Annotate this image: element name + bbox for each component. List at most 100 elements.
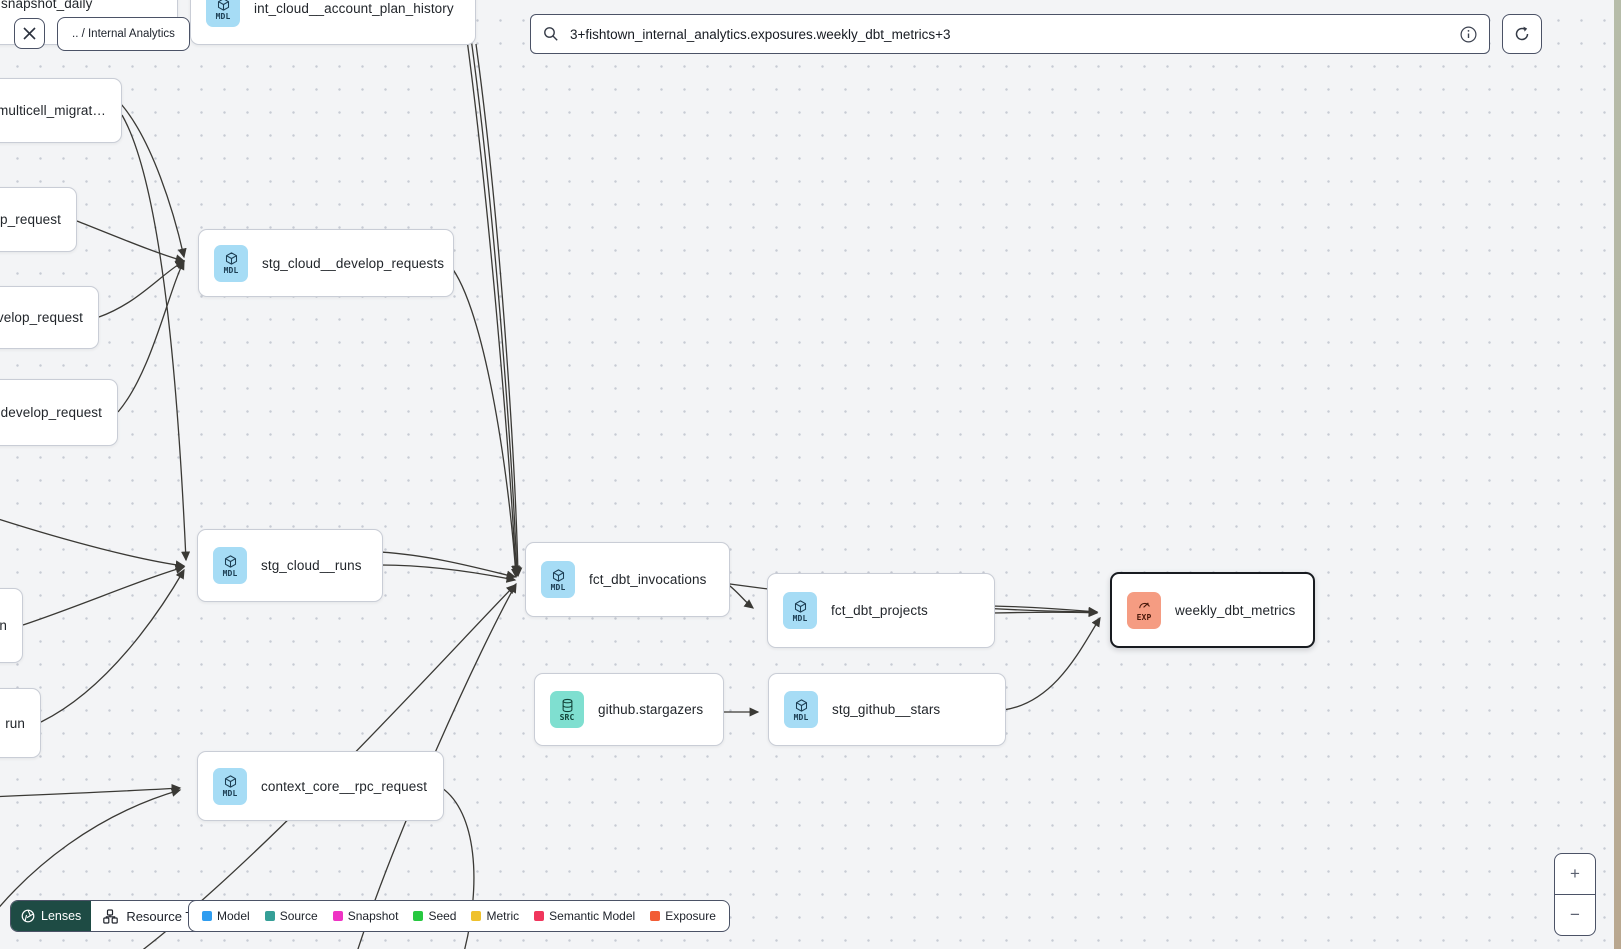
zoom-in-button[interactable]: + bbox=[1555, 854, 1595, 894]
legend-swatch bbox=[534, 911, 545, 921]
mdl-badge: MDL bbox=[541, 561, 575, 598]
search-icon bbox=[544, 27, 558, 41]
edge bbox=[120, 103, 187, 259]
legend-swatch bbox=[650, 911, 661, 921]
node-label: n bbox=[0, 618, 7, 633]
database-icon bbox=[562, 698, 572, 712]
legend-item-semantic-model: Semantic Model bbox=[534, 909, 635, 923]
info-icon[interactable] bbox=[1460, 25, 1477, 43]
edge bbox=[117, 259, 185, 413]
badge-code: MDL bbox=[222, 789, 238, 798]
legend-swatch bbox=[471, 911, 482, 921]
legend-label: Source bbox=[279, 909, 318, 923]
lenses-button[interactable]: Lenses bbox=[11, 901, 92, 931]
cube-icon bbox=[552, 568, 564, 582]
lineage-node-p-request[interactable]: p_request bbox=[0, 187, 77, 252]
edge bbox=[0, 787, 182, 908]
badge-code: MDL bbox=[222, 568, 238, 578]
lenses-label: Lenses bbox=[41, 909, 82, 923]
legend-swatch bbox=[413, 911, 424, 921]
badge-code: MDL bbox=[793, 712, 809, 722]
zoom-out-button[interactable]: − bbox=[1555, 894, 1595, 935]
lineage-node-velop-request[interactable]: velop_request bbox=[0, 286, 99, 349]
search-input[interactable] bbox=[568, 25, 1451, 43]
legend-label: Metric bbox=[486, 909, 520, 923]
edge bbox=[0, 783, 182, 798]
cube-icon bbox=[225, 252, 237, 265]
cube-icon bbox=[224, 775, 236, 788]
node-label: stg_cloud__runs bbox=[261, 558, 362, 573]
exp-badge: EXP bbox=[1127, 591, 1161, 629]
edge bbox=[76, 220, 186, 264]
lineage-node-stg-cloud-runs[interactable]: MDL stg_cloud__runs bbox=[197, 529, 383, 602]
mdl-badge: MDL bbox=[213, 767, 247, 805]
zoom-controls: + − bbox=[1554, 853, 1596, 936]
badge-code: MDL bbox=[792, 613, 808, 623]
mdl-badge: MDL bbox=[784, 691, 818, 728]
minus-icon: − bbox=[1570, 905, 1580, 924]
legend-swatch bbox=[332, 911, 343, 921]
mdl-badge: MDL bbox=[213, 547, 247, 584]
mdl-badge: MDL bbox=[783, 592, 817, 629]
badge-code: MDL bbox=[223, 266, 239, 275]
lineage-node-multicell-migrat[interactable]: multicell_migrat… bbox=[0, 78, 122, 143]
edge bbox=[22, 565, 186, 626]
plus-icon: + bbox=[1570, 864, 1580, 883]
node-label: stg_cloud__develop_requests bbox=[262, 255, 445, 271]
node-label: develop_request bbox=[0, 405, 102, 420]
lineage-node-github-stargazers[interactable]: SRC github.stargazers bbox=[534, 673, 724, 746]
legend-label: Model bbox=[217, 909, 250, 923]
lineage-node-develop-request[interactable]: develop_request bbox=[0, 379, 118, 446]
edge bbox=[98, 260, 186, 318]
cube-icon bbox=[217, 0, 229, 11]
lineage-node-context-core-rpc-request[interactable]: MDL context_core__rpc_request bbox=[197, 751, 444, 821]
cube-icon bbox=[224, 554, 236, 568]
legend-item-source: Source bbox=[264, 909, 318, 923]
lineage-node-fct-dbt-projects[interactable]: MDL fct_dbt_projects bbox=[767, 573, 995, 648]
node-label: stg_github__stars bbox=[832, 702, 941, 717]
edge bbox=[445, 260, 520, 579]
mdl-badge: MDL bbox=[206, 0, 240, 27]
legend-label: Seed bbox=[428, 909, 457, 923]
refresh-button[interactable] bbox=[1502, 14, 1542, 54]
resource-type-icon bbox=[103, 908, 119, 924]
legend-label: Exposure bbox=[665, 909, 716, 923]
lineage-node-partial-n[interactable]: n bbox=[0, 588, 23, 663]
edge bbox=[379, 551, 517, 580]
gauge-icon bbox=[1138, 602, 1150, 609]
node-label: int_cloud__account_plan_history bbox=[254, 1, 454, 16]
edge bbox=[475, 43, 523, 578]
edge bbox=[465, 31, 521, 576]
node-label: snapshot_daily bbox=[1, 0, 93, 11]
search-bar bbox=[530, 14, 1490, 54]
node-label: p_request bbox=[0, 212, 61, 227]
node-label: velop_request bbox=[0, 310, 83, 325]
close-button[interactable] bbox=[14, 18, 45, 49]
legend-label: Semantic Model bbox=[549, 909, 636, 923]
lineage-node-int-cloud-account-plan-history[interactable]: MDL int_cloud__account_plan_history bbox=[190, 0, 476, 45]
node-label: fct_dbt_projects bbox=[831, 603, 928, 618]
lens-aperture-icon bbox=[21, 909, 35, 923]
breadcrumb[interactable]: .. / Internal Analytics bbox=[57, 17, 190, 51]
node-label: run bbox=[5, 715, 25, 731]
legend-item-seed: Seed bbox=[413, 909, 456, 923]
legend-item-metric: Metric bbox=[471, 909, 519, 923]
legend-item-model: Model bbox=[202, 909, 250, 923]
node-label: multicell_migrat… bbox=[0, 103, 106, 118]
lineage-node-stg-github-stars[interactable]: MDL stg_github__stars bbox=[768, 673, 1006, 746]
src-badge: SRC bbox=[550, 691, 584, 728]
lineage-node-stg-cloud-develop-requests[interactable]: MDL stg_cloud__develop_requests bbox=[198, 229, 454, 297]
node-label: github.stargazers bbox=[598, 702, 704, 717]
edge bbox=[0, 518, 186, 570]
lineage-node-partial-run[interactable]: run bbox=[0, 688, 41, 758]
edge bbox=[991, 608, 1099, 618]
node-label: context_core__rpc_request bbox=[261, 778, 428, 794]
desktop-edge-strip bbox=[1614, 0, 1621, 949]
legend-item-exposure: Exposure bbox=[650, 909, 716, 923]
legend-item-snapshot: Snapshot bbox=[332, 909, 398, 923]
cube-icon bbox=[794, 599, 806, 613]
legend-swatch bbox=[264, 911, 275, 921]
